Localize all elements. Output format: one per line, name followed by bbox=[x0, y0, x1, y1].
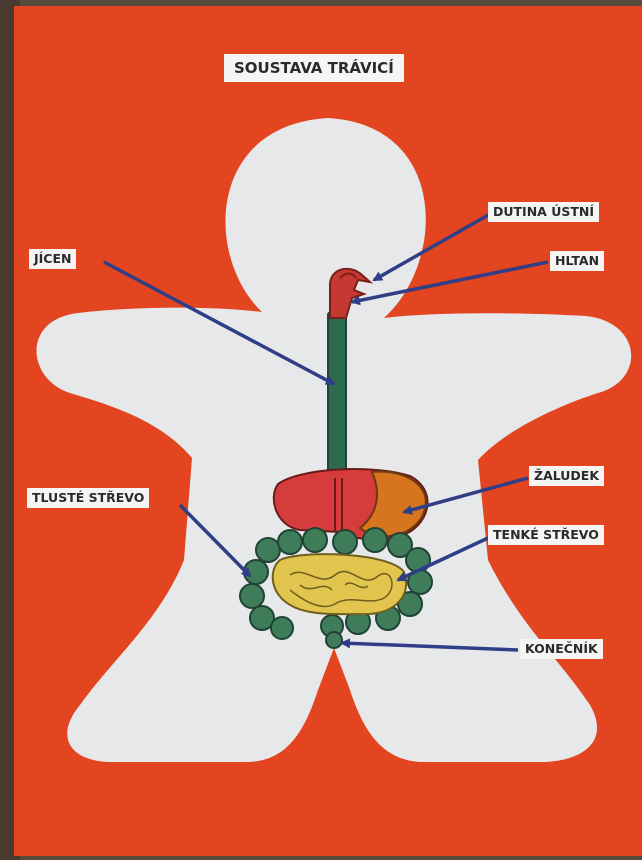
label-zaludek: ŽALUDEK bbox=[529, 466, 604, 486]
esophagus bbox=[328, 312, 346, 484]
stomach bbox=[274, 469, 428, 539]
label-tenke-strevo: TENKÉ STŘEVO bbox=[488, 525, 604, 545]
label-jicen: JÍCEN bbox=[29, 249, 76, 269]
label-tluste-strevo: TLUSTÉ STŘEVO bbox=[27, 488, 149, 508]
small-intestine bbox=[273, 554, 406, 614]
label-hltan: HLTAN bbox=[550, 251, 604, 271]
label-konecnik: KONEČNÍK bbox=[520, 639, 603, 659]
label-dutina-ustni: DUTINA ÚSTNÍ bbox=[488, 202, 599, 222]
diagram-title: SOUSTAVA TRÁVICÍ bbox=[224, 54, 404, 82]
